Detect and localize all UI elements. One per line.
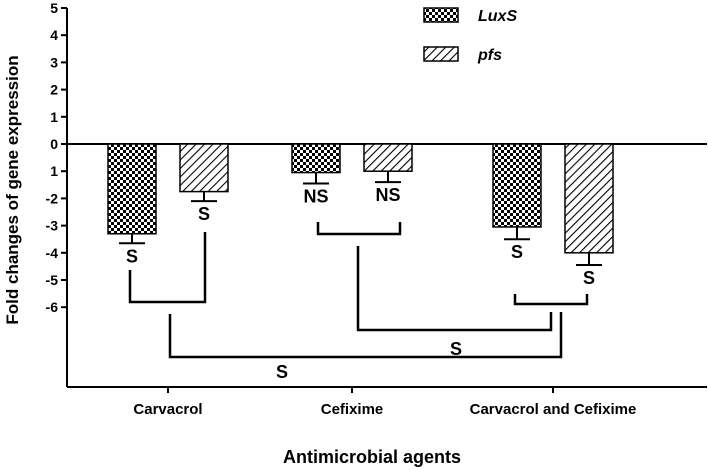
bar-luxs-1 [291, 143, 341, 174]
y-tick-label: 5 [50, 0, 58, 16]
bracket-cefixime-vs-combined [356, 246, 553, 332]
bar-luxs-2 [492, 143, 542, 228]
significance-label: S [583, 268, 595, 288]
annotations: SS [128, 222, 589, 382]
y-tick-label: 0 [50, 136, 58, 152]
bracket-carvacrol-vs-combined [168, 312, 563, 359]
legend-label-luxs: LuxS [478, 8, 517, 25]
bracket-carvacrol [128, 232, 207, 304]
legend-swatch-pfs [423, 46, 459, 62]
y-tick-label: 1 [50, 109, 58, 125]
bar-pfs-1 [363, 143, 413, 172]
x-axis-label: Antimicrobial agents [283, 447, 461, 467]
y-axis-label: Fold changes of gene expression [3, 55, 22, 324]
bars: S NS S S NS S [107, 143, 614, 288]
x-tick-label: Carvacrol and Cefixime [470, 401, 637, 418]
x-tick-label: Carvacrol [133, 401, 202, 418]
significance-label: S [126, 246, 138, 266]
significance-label: S [198, 204, 210, 224]
bar-pfs-0 [179, 143, 229, 193]
significance-label: NS [375, 185, 400, 205]
y-tick-label: -6 [46, 299, 59, 315]
y-tick-label: 4 [50, 27, 58, 43]
significance-label: S [511, 242, 523, 262]
legend-label-pfs: pfs [477, 47, 502, 64]
comparison-label: S [450, 339, 462, 359]
bracket-combined [513, 294, 589, 306]
legend-swatch-luxs [423, 7, 459, 23]
x-tick-label: Cefixime [321, 401, 384, 418]
bar-pfs-2 [564, 143, 614, 254]
y-tick-label: 3 [50, 54, 58, 70]
comparison-label: S [276, 362, 288, 382]
y-tick-label: 1 [50, 163, 58, 179]
y-tick-label: -4 [46, 245, 59, 261]
y-tick-label: 2 [50, 82, 58, 98]
y-tick-label: -3 [46, 218, 59, 234]
bracket-cefixime [316, 222, 402, 236]
legend: LuxS pfs [423, 7, 517, 64]
y-tick-label: -2 [46, 190, 59, 206]
bar-luxs-0 [107, 143, 157, 235]
significance-label: NS [303, 186, 328, 206]
y-tick-label: -5 [46, 272, 59, 288]
